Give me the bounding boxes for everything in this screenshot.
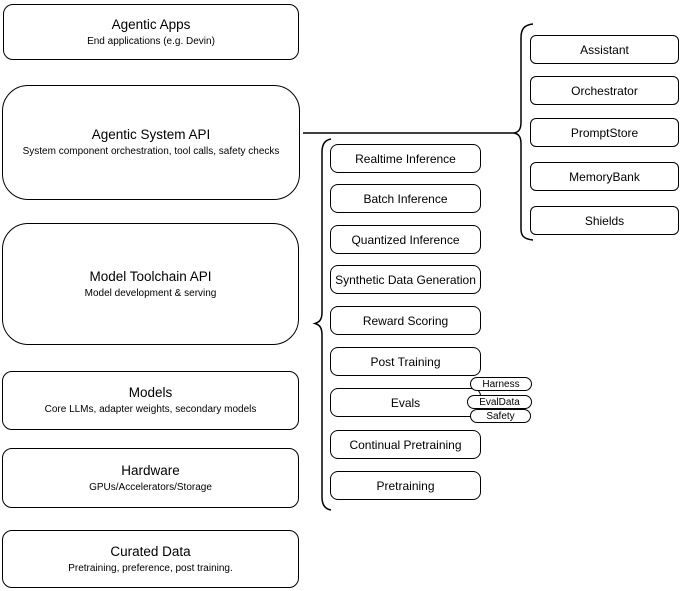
model-toolchain-api-title: Model Toolchain API	[89, 268, 212, 284]
curated-data-title: Curated Data	[110, 543, 191, 559]
hardware-subtitle: GPUs/Accelerators/Storage	[89, 481, 212, 493]
reward-scoring-label: Reward Scoring	[362, 313, 449, 328]
box-evals: Evals	[330, 388, 481, 417]
synthetic-data-generation-label: Synthetic Data Generation	[335, 272, 476, 287]
box-agentic-apps: Agentic Apps End applications (e.g. Devi…	[3, 4, 299, 60]
box-models: Models Core LLMs, adapter weights, secon…	[2, 371, 299, 430]
box-reward-scoring: Reward Scoring	[330, 306, 481, 335]
box-continual-pretraining: Continual Pretraining	[330, 430, 481, 459]
box-agentic-system-api: Agentic System API System component orch…	[2, 85, 300, 200]
harness-label: Harness	[482, 378, 520, 390]
box-promptstore: PromptStore	[530, 118, 679, 147]
curated-data-subtitle: Pretraining, preference, post training.	[68, 562, 233, 574]
agentic-apps-title: Agentic Apps	[111, 16, 191, 32]
agentic-system-api-title: Agentic System API	[91, 127, 211, 142]
evaldata-label: EvalData	[479, 396, 520, 408]
quantized-inference-label: Quantized Inference	[351, 232, 460, 247]
agentic-apps-subtitle: End applications (e.g. Devin)	[87, 35, 215, 47]
box-realtime-inference: Realtime Inference	[330, 144, 481, 173]
agentic-system-api-subtitle: System component orchestration, tool cal…	[22, 146, 280, 157]
continual-pretraining-label: Continual Pretraining	[349, 437, 462, 452]
toolchain-services-brace	[312, 138, 332, 511]
batch-inference-label: Batch Inference	[363, 191, 448, 206]
pretraining-label: Pretraining	[376, 478, 435, 493]
box-orchestrator: Orchestrator	[530, 76, 679, 105]
box-pretraining: Pretraining	[330, 471, 481, 500]
box-shields: Shields	[530, 206, 679, 235]
promptstore-label: PromptStore	[570, 125, 639, 140]
assistant-label: Assistant	[580, 42, 629, 57]
box-model-toolchain-api: Model Toolchain API Model development & …	[2, 223, 299, 345]
orchestrator-label: Orchestrator	[571, 83, 638, 98]
pill-safety: Safety	[470, 409, 531, 423]
box-curated-data: Curated Data Pretraining, preference, po…	[2, 530, 299, 588]
box-batch-inference: Batch Inference	[330, 184, 481, 213]
hardware-title: Hardware	[121, 462, 180, 478]
box-memorybank: MemoryBank	[530, 162, 679, 191]
box-post-training: Post Training	[330, 347, 481, 376]
box-hardware: Hardware GPUs/Accelerators/Storage	[2, 448, 299, 508]
evals-label: Evals	[390, 395, 421, 410]
box-quantized-inference: Quantized Inference	[330, 225, 481, 254]
memorybank-label: MemoryBank	[569, 169, 640, 184]
shields-label: Shields	[584, 213, 625, 228]
model-toolchain-api-subtitle: Model development & serving	[84, 287, 217, 299]
box-synthetic-data-generation: Synthetic Data Generation	[330, 265, 481, 294]
post-training-label: Post Training	[370, 354, 441, 369]
models-subtitle: Core LLMs, adapter weights, secondary mo…	[44, 404, 257, 415]
pill-evaldata: EvalData	[467, 395, 532, 409]
pill-harness: Harness	[470, 377, 532, 391]
realtime-inference-label: Realtime Inference	[355, 151, 456, 166]
models-title: Models	[128, 385, 173, 400]
box-assistant: Assistant	[530, 35, 679, 64]
safety-label: Safety	[486, 410, 515, 422]
